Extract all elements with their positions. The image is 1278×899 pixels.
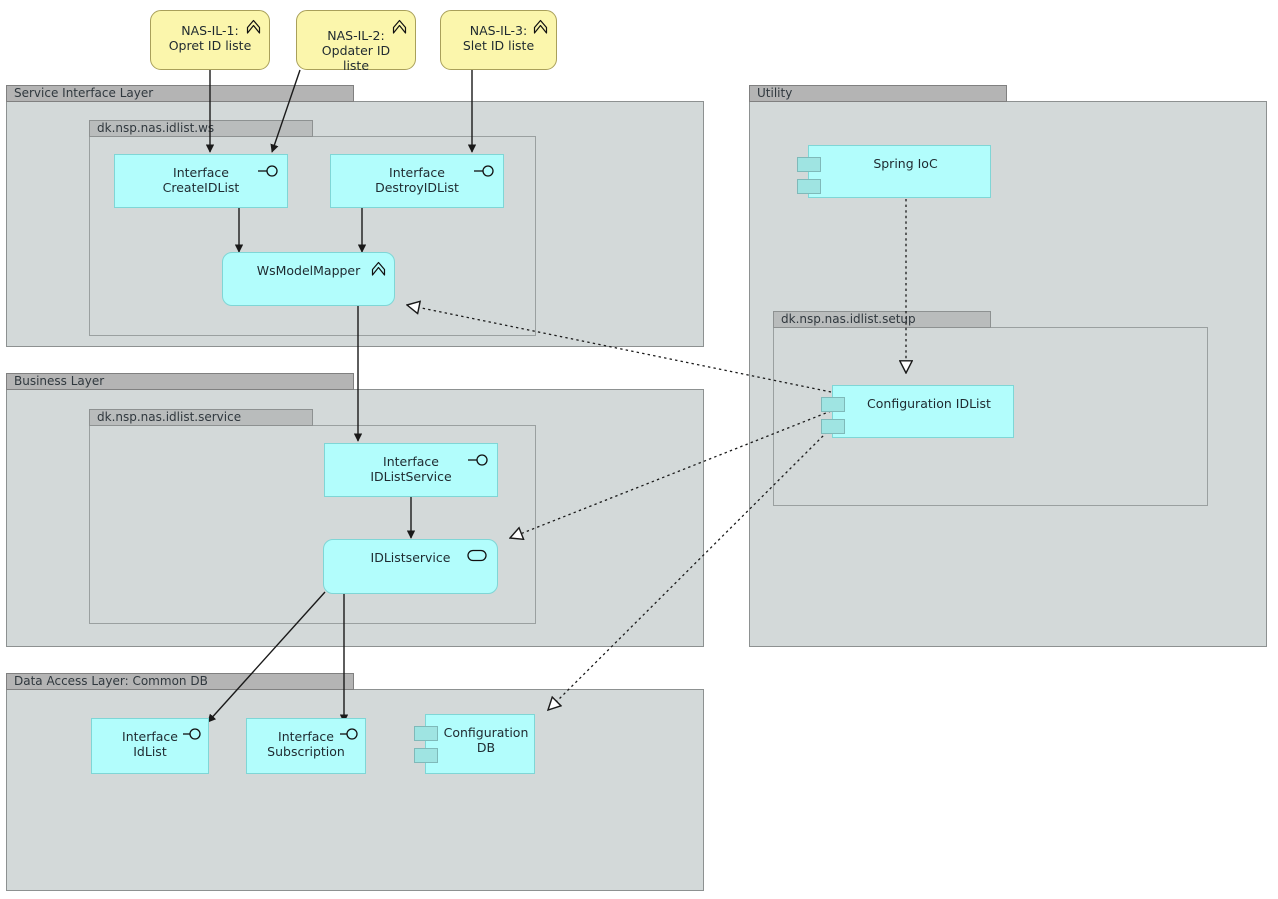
node-label: Configuration DB — [443, 725, 529, 755]
component-tab-icon — [414, 726, 438, 741]
component-tab-icon — [821, 419, 845, 434]
node-label: IDListservice — [370, 550, 451, 565]
usecase-label: NAS-IL-3: Slet ID liste — [462, 23, 535, 53]
package-tab-label: dk.nsp.nas.idlist.setup — [773, 311, 991, 328]
usecase-label: NAS-IL-2: Opdater ID liste — [321, 28, 391, 73]
chevron-up-icon — [245, 18, 262, 35]
node-interface-createidlist[interactable]: Interface CreateIDList — [114, 154, 288, 208]
provided-interface-lollipop-icon — [467, 453, 491, 467]
package-data-access-layer: Data Access Layer: Common DB — [6, 673, 704, 891]
node-label: Interface IDListService — [370, 454, 452, 484]
chevron-up-icon — [370, 260, 387, 277]
node-idlistservice[interactable]: IDListservice — [323, 539, 498, 594]
provided-interface-lollipop-icon — [257, 164, 281, 178]
node-label: WsModelMapper — [256, 263, 361, 278]
node-interface-destroyidlist[interactable]: Interface DestroyIDList — [330, 154, 504, 208]
node-label: Interface Subscription — [267, 729, 345, 759]
package-tab-label: dk.nsp.nas.idlist.ws — [89, 120, 313, 137]
provided-interface-lollipop-icon — [473, 164, 497, 178]
node-spring-ioc[interactable]: Spring IoC — [797, 145, 991, 198]
provided-interface-lollipop-icon — [182, 727, 204, 741]
node-configuration-db[interactable]: Configuration DB — [414, 714, 535, 774]
node-label: Configuration IDList — [867, 396, 991, 411]
package-dk-nsp-nas-idlist-ws: dk.nsp.nas.idlist.ws — [89, 120, 536, 336]
usecase-nas-il-1[interactable]: NAS-IL-1: Opret ID liste — [150, 10, 270, 70]
node-interface-subscription[interactable]: Interface Subscription — [246, 718, 366, 774]
component-tab-icon — [797, 179, 821, 194]
chevron-up-icon — [391, 18, 408, 35]
node-label: Interface CreateIDList — [162, 165, 240, 195]
node-interface-idlist[interactable]: Interface IdList — [91, 718, 209, 774]
node-wsmodelmapper[interactable]: WsModelMapper — [222, 252, 395, 306]
node-label: Interface DestroyIDList — [375, 165, 459, 195]
package-service-interface-layer: Service Interface Layer — [6, 85, 704, 347]
package-tab-label: Data Access Layer: Common DB — [6, 673, 354, 690]
node-configuration-idlist[interactable]: Configuration IDList — [821, 385, 1014, 438]
provided-interface-lollipop-icon — [339, 727, 361, 741]
node-interface-idlistservice[interactable]: Interface IDListService — [324, 443, 498, 497]
component-tab-icon — [797, 157, 821, 172]
package-tab-label: dk.nsp.nas.idlist.service — [89, 409, 313, 426]
chevron-up-icon — [532, 18, 549, 35]
package-tab-label: Utility — [749, 85, 1007, 102]
component-tab-icon — [821, 397, 845, 412]
package-tab-label: Business Layer — [6, 373, 354, 390]
usecase-label: NAS-IL-1: Opret ID liste — [168, 23, 252, 53]
component-tab-icon — [414, 748, 438, 763]
stadium-icon — [467, 549, 487, 562]
node-label: Interface IdList — [122, 729, 178, 759]
usecase-nas-il-3[interactable]: NAS-IL-3: Slet ID liste — [440, 10, 557, 70]
node-label: Spring IoC — [873, 156, 938, 171]
usecase-nas-il-2[interactable]: NAS-IL-2: Opdater ID liste — [296, 10, 416, 73]
package-tab-label: Service Interface Layer — [6, 85, 354, 102]
